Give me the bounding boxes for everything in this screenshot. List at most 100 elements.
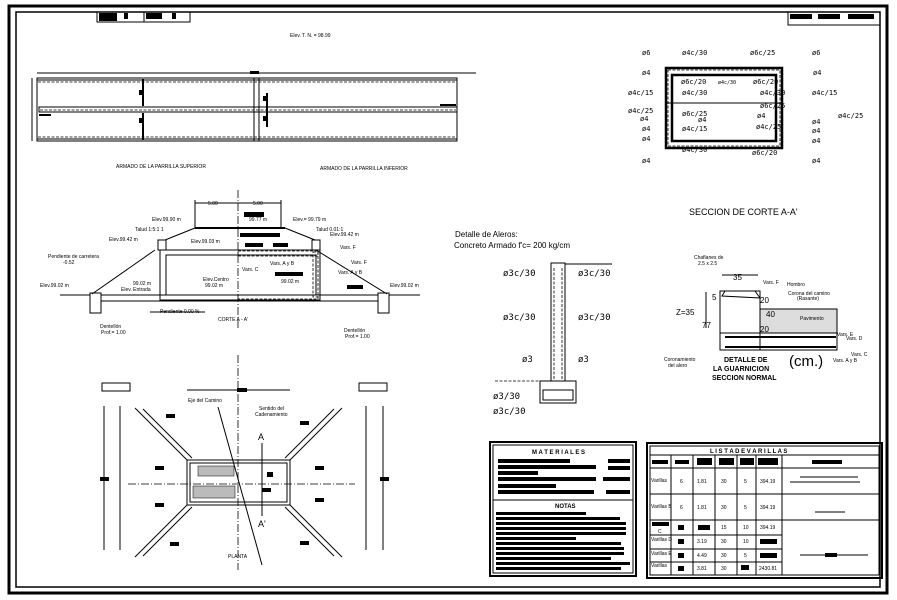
drawing-linework — [440, 104, 456, 106]
guarnicion-labels: Chaflanes de 2.5 x 2.5 35 5 Z=35 77 20 4… — [664, 255, 868, 382]
lista-title: L I S T A D E V A R I L L A S — [710, 449, 787, 455]
drawing-label: 3.19 — [697, 539, 707, 545]
drawing-linework — [790, 14, 812, 19]
drawing-label: ø4c/15 — [812, 89, 837, 97]
drawing-linework — [496, 537, 576, 540]
drawing-label: LA GUARNICION — [713, 366, 769, 373]
drawing-linework — [678, 553, 684, 558]
drawing-linework — [380, 477, 389, 481]
box-section-labels: ø6 ø4c/30 ø6c/25 ø6 ø4 ø4c/15 ø4c/25 ø4 … — [628, 49, 863, 165]
drawing-linework — [666, 68, 782, 105]
drawing-label: 1.81 — [697, 505, 707, 511]
drawing-label: C — [658, 529, 662, 535]
lista-varillas-table: L I S T A D E V A R I L L A S — [646, 442, 883, 579]
drawing-linework — [157, 239, 167, 251]
drawing-linework — [164, 227, 196, 241]
drawing-label: Prof.= 1.00 — [345, 334, 370, 340]
drawing-label: Talud 1:5:1 1 — [135, 227, 164, 233]
drawing-linework — [273, 243, 288, 247]
drawing-linework — [267, 472, 273, 477]
drawing-label: ø4 — [812, 137, 820, 145]
drawing-label: 30 — [721, 566, 727, 572]
drawing-label: ø4 — [642, 157, 650, 165]
drawing-linework — [603, 477, 630, 481]
drawing-linework — [649, 445, 880, 576]
box-section-drawing — [664, 66, 784, 150]
drawing-label: 30 — [721, 505, 727, 511]
drawing-label: ø4 — [698, 116, 706, 124]
drawing-linework — [760, 553, 777, 558]
drawing-label: ø4 — [813, 69, 821, 77]
drawing-linework — [101, 382, 131, 392]
drawing-linework — [275, 272, 303, 276]
drawing-linework — [186, 459, 291, 506]
notas-title: NOTAS — [555, 504, 576, 510]
drawing-linework — [759, 308, 838, 334]
drawing-label: 30 — [721, 539, 727, 545]
drawing-label: 3.81 — [697, 566, 707, 572]
drawing-linework — [498, 459, 570, 463]
drawing-linework — [678, 566, 684, 571]
drawing-label: Dentellón — [100, 324, 121, 330]
parrilla-inferior-label: ARMADO DE LA PARRILLA INFERIOR — [320, 166, 408, 172]
drawing-linework — [496, 517, 620, 520]
drawing-linework — [134, 407, 188, 461]
drawing-group — [496, 512, 630, 570]
drawing-linework — [760, 539, 777, 544]
drawing-label: Cadenamiento — [255, 412, 288, 418]
drawing-label: 30 — [721, 479, 727, 485]
drawing-label: ø4 — [640, 115, 648, 123]
drawing-label: Vars. F — [340, 245, 356, 251]
aleros-labels: ø3c/30 ø3c/30 ø3c/30 ø3c/30 ø3 ø3 ø3/30 … — [493, 269, 611, 417]
drawing-label: Vars. C — [242, 267, 259, 273]
drawing-label: ø6c/25 — [750, 49, 775, 57]
drawing-linework — [666, 68, 782, 104]
drawing-linework — [124, 13, 128, 19]
drawing-label: 5 — [744, 479, 747, 485]
drawing-linework — [675, 460, 689, 464]
parrilla-superior-label: ARMADO DE LA PARRILLA SUPERIOR — [116, 164, 206, 170]
drawing-label: 99.02 m — [281, 279, 299, 285]
drawing-linework — [245, 243, 263, 247]
drawing-label: ø4c/30 — [682, 49, 707, 57]
drawing-linework — [284, 227, 316, 241]
drawing-label: 20 — [760, 296, 769, 305]
drawing-linework — [719, 290, 761, 351]
drawing-linework — [315, 466, 324, 470]
drawing-linework — [678, 539, 684, 544]
drawing-label: Chaflanes de — [694, 255, 724, 261]
drawing-label: ø4 — [757, 112, 765, 120]
drawing-linework — [155, 466, 164, 470]
drawing-linework — [646, 442, 883, 579]
drawing-label: 99.77 m — [249, 217, 267, 223]
drawing-label: Vars. C — [851, 352, 868, 358]
drawing-linework — [36, 77, 458, 142]
drawing-label: 10 — [743, 525, 749, 531]
drawing-label: del alero — [668, 363, 687, 369]
drawing-label: 5 — [744, 505, 747, 511]
drawing-group — [103, 389, 384, 566]
drawing-linework — [134, 504, 188, 558]
drawing-label: Elev. Entrada — [121, 287, 151, 293]
drawing-label: PLANTA — [228, 554, 248, 560]
drawing-label: Varillas E — [651, 551, 672, 557]
drawing-linework — [139, 118, 142, 123]
drawing-linework — [719, 458, 734, 465]
drawing-label: 2430.81 — [759, 566, 777, 572]
drawing-linework — [550, 262, 566, 382]
drawing-linework — [496, 557, 611, 560]
drawing-label: Vars. F — [351, 260, 367, 266]
drawing-label: Elev.99.03 m — [191, 239, 220, 245]
drawing-linework — [496, 512, 586, 515]
drawing-linework — [498, 465, 596, 469]
drawing-label: ø4c/30 — [682, 89, 707, 97]
drawing-linework — [217, 406, 263, 566]
drawing-label: 5.00 — [208, 201, 218, 207]
drawing-label: 6 — [680, 479, 683, 485]
drawing-linework — [311, 239, 321, 251]
drawing-label: ø3c/30 — [503, 269, 536, 279]
drawing-label: Hombro — [787, 282, 805, 288]
